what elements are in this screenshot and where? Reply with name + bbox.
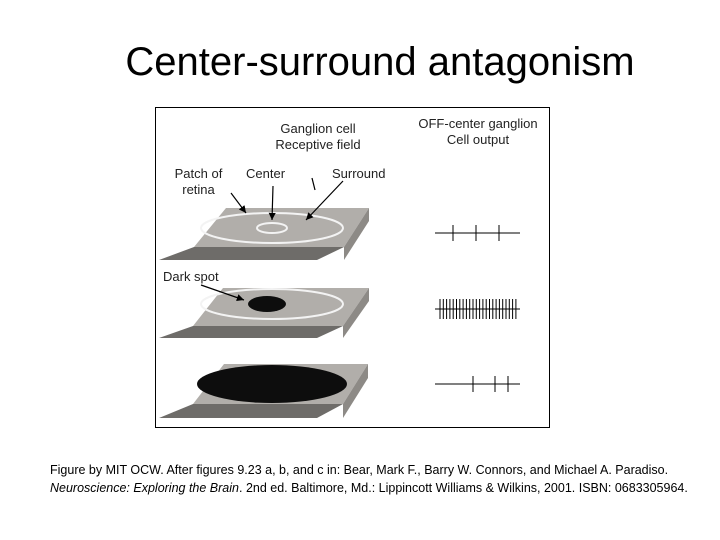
patch-of-retina-label: Patch of retina (174, 166, 223, 197)
surround-arrow (305, 180, 344, 221)
spike-train-3 (435, 376, 520, 392)
receptive-field-pointer (311, 177, 316, 191)
slide-title: Center-surround antagonism (125, 40, 635, 84)
center-ring (256, 222, 288, 234)
surround-label: Surround (332, 166, 386, 181)
receptive-field-figure: Ganglion cell Receptive field OFF-center… (155, 107, 550, 428)
center-arrow (268, 185, 276, 221)
spike-train-1 (435, 225, 520, 241)
spike-train-2 (435, 299, 520, 319)
retina-patch-2 (159, 288, 369, 338)
dark-spot-arrow (200, 284, 245, 302)
center-label: Center (246, 166, 286, 181)
dark-spot-large (197, 365, 347, 403)
receptive-field-label: Ganglion cell Receptive field (275, 121, 361, 152)
dark-spot-small (248, 296, 286, 312)
dark-spot-label: Dark spot (163, 269, 219, 284)
patch-arrow (230, 192, 247, 214)
retina-patch-1 (159, 208, 369, 260)
surround-ring (200, 288, 344, 320)
figure-caption: Figure by MIT OCW. After figures 9.23 a,… (50, 463, 688, 495)
figure-drawing (159, 177, 520, 418)
cell-output-label: OFF-center ganglion Cell output (418, 116, 538, 147)
retina-patch-3 (159, 364, 368, 418)
